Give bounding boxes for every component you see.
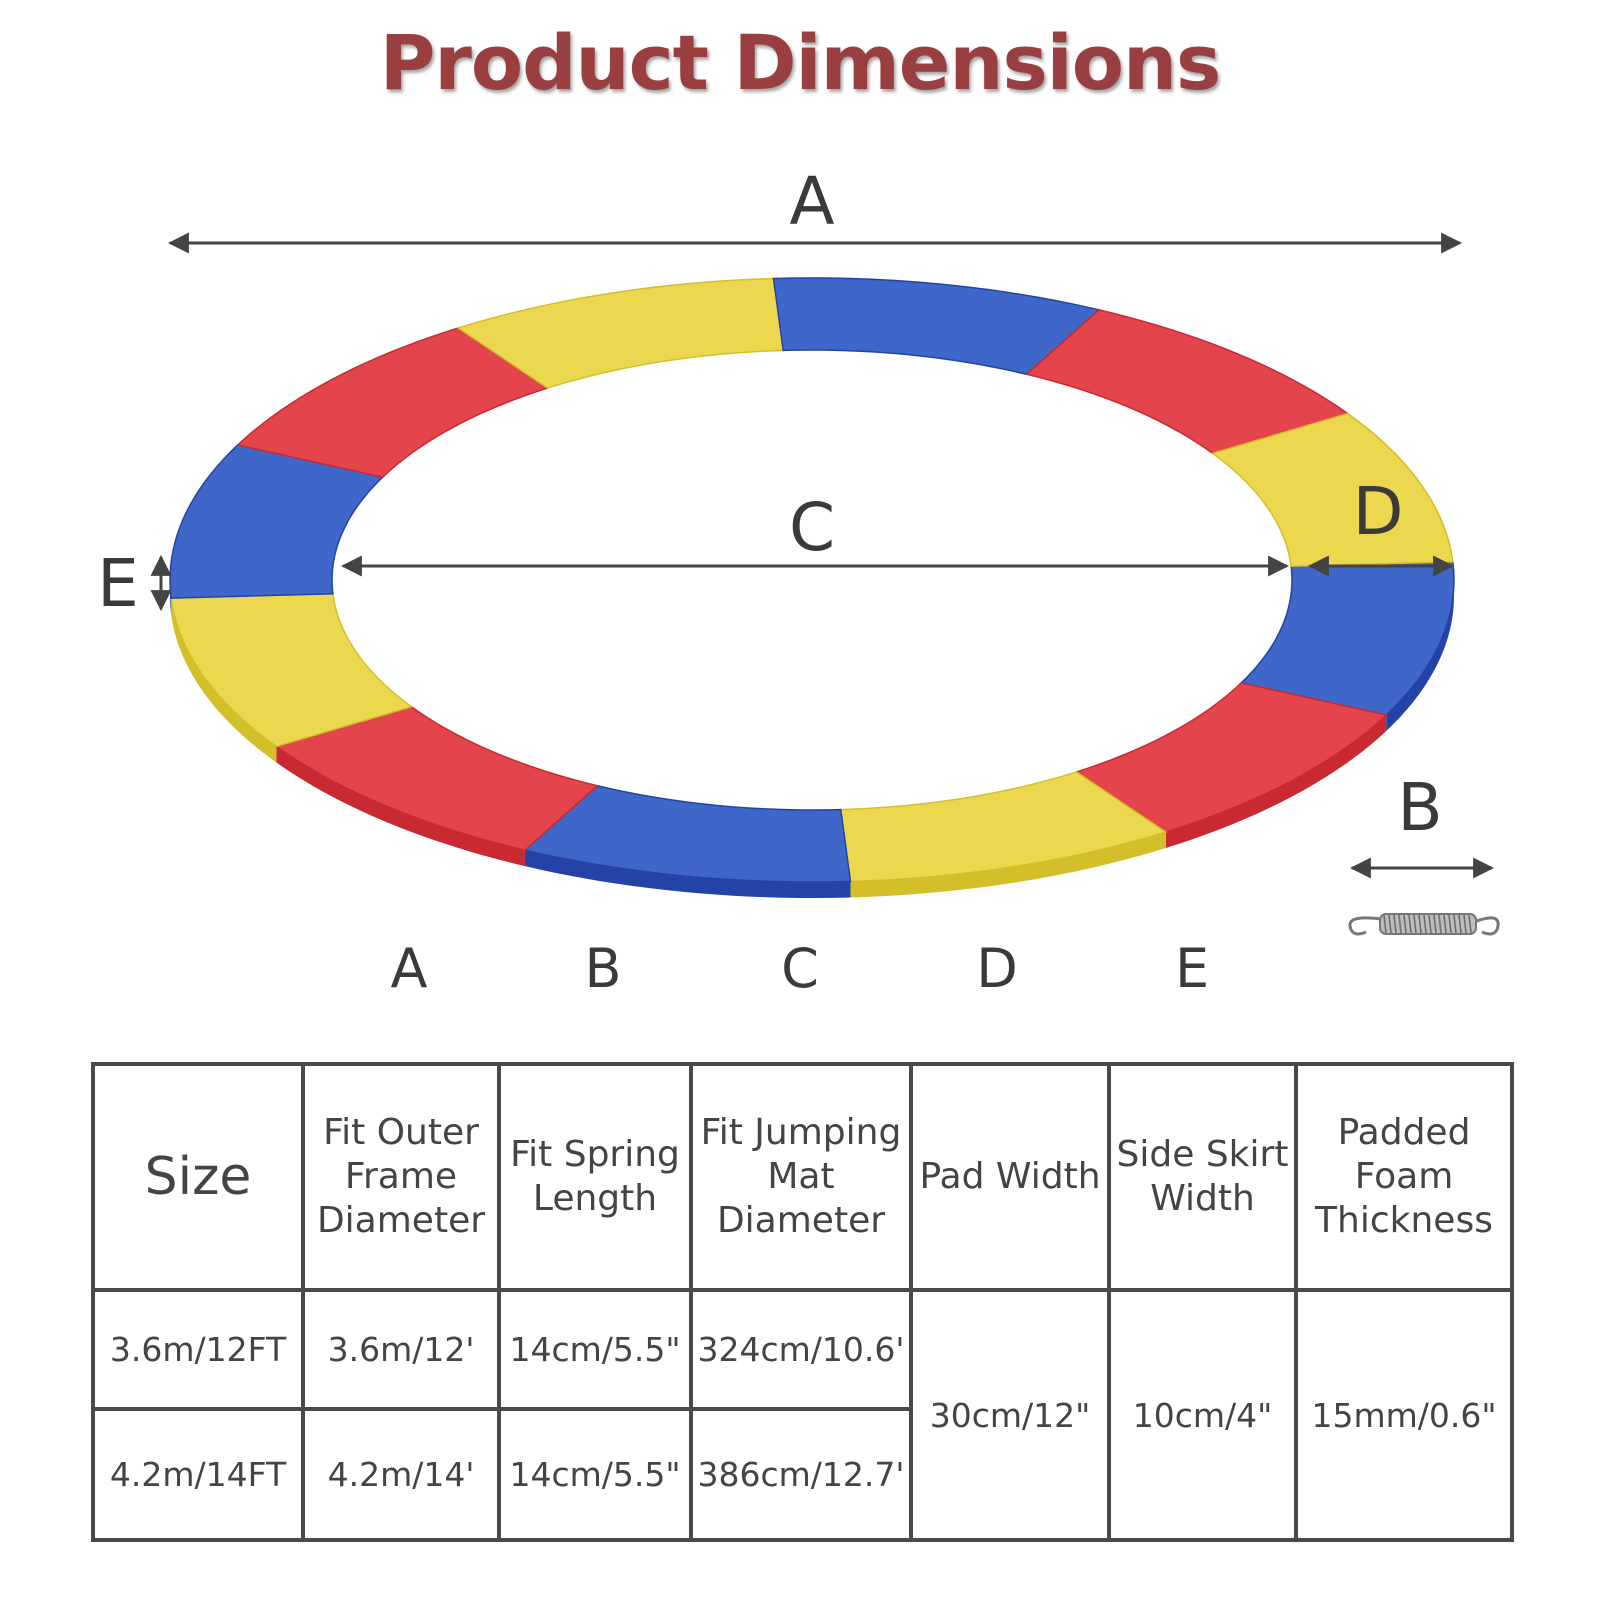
spring-coil (1393, 914, 1397, 934)
cell-size: 4.2m/14FT (91, 1407, 305, 1542)
dimension-b-label: B (1397, 769, 1442, 846)
spring-coil (1408, 914, 1412, 934)
dimension-c-label: C (789, 489, 835, 566)
part-label-a: A (391, 937, 428, 1000)
pad-segment-side (524, 850, 851, 898)
cell-outer-frame: 4.2m/14' (301, 1407, 501, 1542)
dimension-e-label: E (97, 545, 139, 622)
header-outer-frame-diameter: Fit Outer Frame Diameter (301, 1062, 501, 1292)
header-size: Size (91, 1062, 305, 1292)
cell-outer-frame: 3.6m/12' (301, 1288, 501, 1411)
pad-segment-side (1165, 715, 1387, 849)
part-label-e: E (1175, 937, 1209, 1000)
spring-coil (1433, 914, 1437, 934)
header-mat-diameter: Fit Jumping Mat Diameter (689, 1062, 913, 1292)
table-header-row: Size Fit Outer Frame Diameter Fit Spring… (91, 1062, 1514, 1292)
page-title: Product Dimensions (379, 18, 1222, 107)
spring-icon (1348, 913, 1500, 936)
spec-table: Size Fit Outer Frame Diameter Fit Spring… (91, 1062, 1514, 1542)
pad-segment-side (850, 832, 1166, 898)
pad-ring-top (169, 277, 1455, 883)
pad-segment-side (1386, 561, 1454, 732)
header-pad-width: Pad Width (909, 1062, 1111, 1292)
spring-coil (1388, 914, 1392, 934)
part-label-b: B (584, 937, 621, 1000)
spring-coil (1413, 914, 1417, 934)
spring-coil (1468, 914, 1472, 934)
cell-mat-diameter: 324cm/10.6' (689, 1288, 913, 1411)
cell-spring-length: 14cm/5.5" (497, 1288, 693, 1411)
spring-coil (1463, 914, 1467, 934)
table-row: 3.6m/12FT 3.6m/12' 14cm/5.5" 324cm/10.6'… (91, 1288, 1514, 1542)
spring-coil (1453, 914, 1457, 934)
header-side-skirt-width: Side Skirt Width (1107, 1062, 1298, 1292)
cell-mat-diameter: 386cm/12.7' (689, 1407, 913, 1542)
header-spring-length: Fit Spring Length (497, 1062, 693, 1292)
cell-spring-length: 14cm/5.5" (497, 1407, 693, 1542)
spring-coil (1418, 914, 1422, 934)
pad-segment-yellow (1210, 412, 1454, 567)
spring-coil (1458, 914, 1462, 934)
part-label-c: C (781, 937, 819, 1000)
cell-pad-width: 30cm/12" (909, 1288, 1111, 1542)
spring-coil (1403, 914, 1407, 934)
spring-coil (1398, 914, 1402, 934)
spring-coil (1423, 914, 1427, 934)
spring-coil (1428, 914, 1432, 934)
spring-coil (1448, 914, 1452, 934)
cell-foam-thickness: 15mm/0.6" (1294, 1288, 1514, 1542)
pad-segment-side (171, 598, 277, 763)
spring-coil (1383, 914, 1387, 934)
dimension-d-label: D (1353, 473, 1404, 550)
pad-segment-side (276, 746, 525, 867)
spring-coil (1443, 914, 1447, 934)
dimension-a-label: A (789, 163, 834, 240)
header-foam-thickness: Padded Foam Thickness (1294, 1062, 1514, 1292)
part-label-d: D (976, 937, 1018, 1000)
trampoline-pad-diagram: A C D E B A B C D E (97, 163, 1500, 1000)
table-row: 4.2m/14FT 4.2m/14' 14cm/5.5" 386cm/12.7' (91, 1407, 1512, 1542)
spring-coil (1438, 914, 1442, 934)
cell-size: 3.6m/12FT (91, 1288, 305, 1411)
cell-side-skirt-width: 10cm/4" (1107, 1288, 1298, 1542)
